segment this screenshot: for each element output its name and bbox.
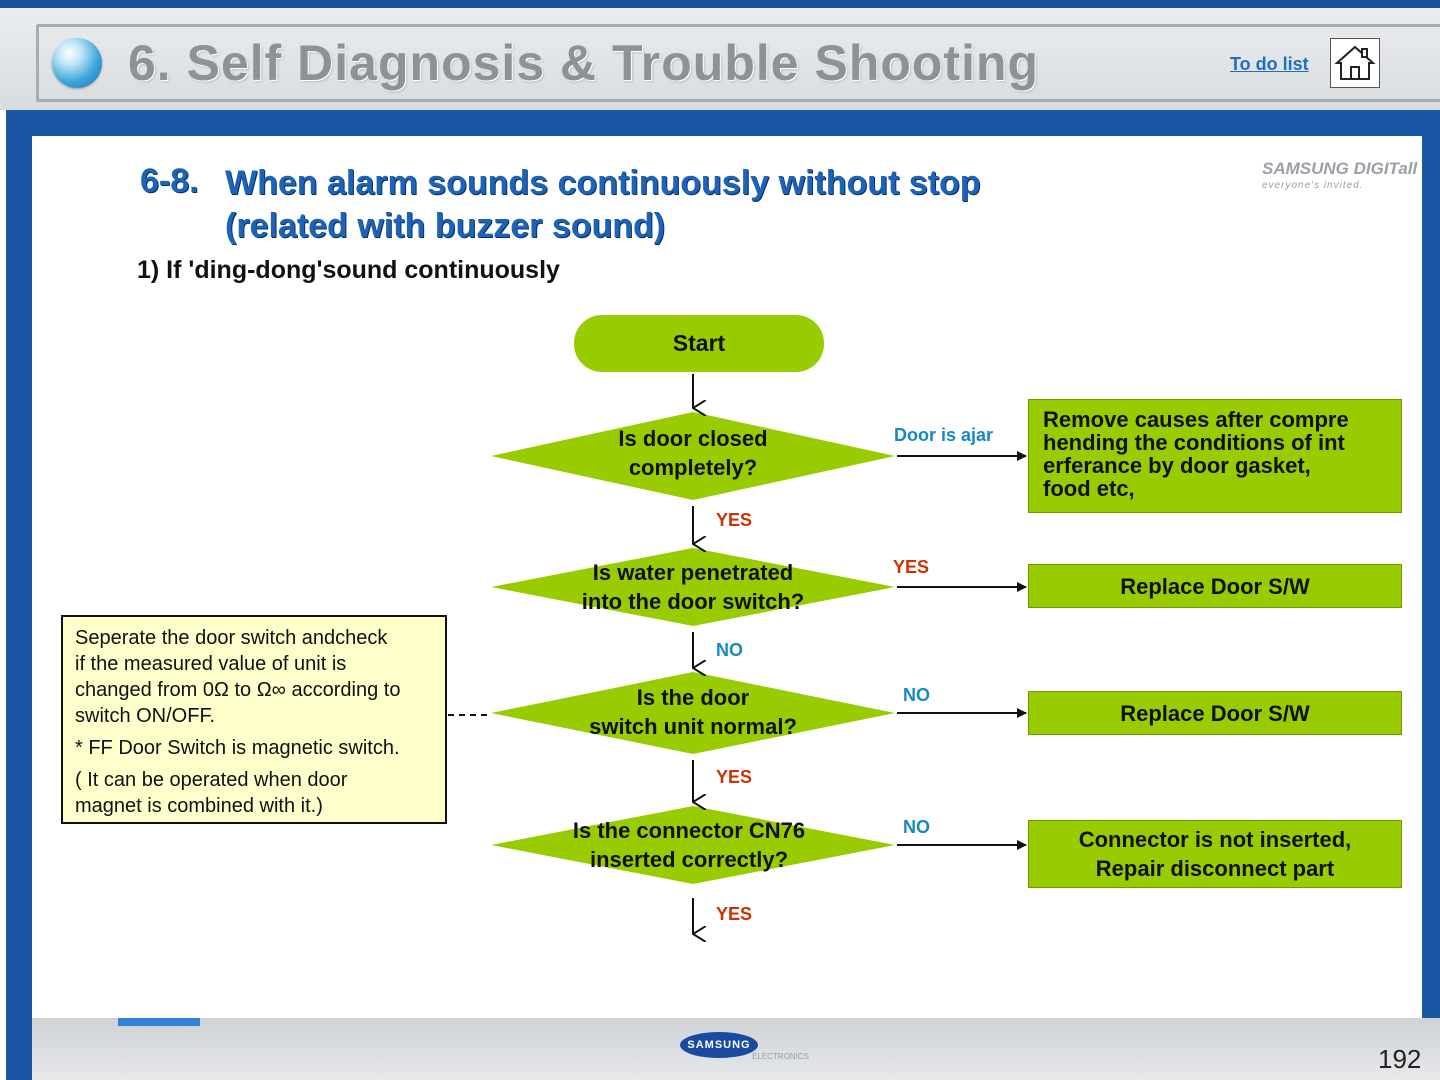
samsung-digital-logo: SAMSUNG DIGITall everyone's invited. <box>1262 160 1417 196</box>
edge-label-no: NO <box>716 640 743 660</box>
decision-text: switch unit normal? <box>589 714 797 739</box>
decision-text: Is the connector CN76 <box>572 818 806 843</box>
decision-label-water-penetrated: Is water penetrated into the door switch… <box>528 558 858 616</box>
note-text: if the measured value of unit is <box>75 653 347 675</box>
note-text: changed from 0Ω to Ω∞ according to <box>75 679 401 701</box>
samsung-footer-logo-sub: ELECTRONICS <box>752 1052 809 1061</box>
to-do-list-link[interactable]: To do list <box>1230 54 1309 74</box>
globe-orb-icon <box>52 38 102 88</box>
start-node: Start <box>574 315 824 372</box>
result-box-remove-causes: Remove causes after compre hending the c… <box>1028 399 1402 513</box>
section-title-line-1: When alarm sounds continuously without s… <box>225 164 981 202</box>
result-box-replace-door-switch: Replace Door S/W <box>1028 564 1402 608</box>
decision-text: Is door closed <box>618 426 768 451</box>
home-icon <box>1334 45 1376 80</box>
decision-text: into the door switch? <box>581 589 805 614</box>
decision-diamond-connector-cn76 <box>491 806 895 884</box>
page-number: 192 <box>1378 1044 1422 1074</box>
section-title: When alarm sounds continuously without s… <box>225 162 981 248</box>
decision-diamond-switch-normal <box>491 672 895 754</box>
edge-label-door-ajar: Door is ajar <box>894 425 994 445</box>
result-text: Remove causes after compre <box>1043 407 1349 432</box>
decision-diamond-water-penetrated <box>491 548 895 626</box>
edge-label-no: NO <box>903 817 930 837</box>
result-box-replace-door-switch-2: Replace Door S/W <box>1028 691 1402 735</box>
decision-text: completely? <box>628 455 758 480</box>
note-text: Seperate the door switch andcheck <box>75 627 388 649</box>
samsung-digital-brand: SAMSUNG DIGITall <box>1262 159 1418 178</box>
result-text: Replace Door S/W <box>1120 700 1310 726</box>
edge-label-yes: YES <box>893 557 930 577</box>
note-text: switch ON/OFF. <box>75 705 216 727</box>
edge-label-yes: YES <box>716 767 753 787</box>
header-title-frame <box>36 24 1099 102</box>
result-text: Repair disconnect part <box>1095 856 1335 881</box>
edge-label-yes: YES <box>716 510 753 530</box>
header-band <box>0 0 1440 110</box>
decision-text: Is the door <box>636 685 750 710</box>
note-text: * FF Door Switch is magnetic switch. <box>75 737 400 759</box>
decision-label-door-closed: Is door closed completely? <box>528 424 858 482</box>
samsung-footer-logo: SAMSUNG <box>680 1032 758 1058</box>
section-title-line-2: (related with buzzer sound) <box>225 207 666 245</box>
result-text: Connector is not inserted, <box>1078 827 1352 852</box>
header-top-stripe <box>0 0 1440 8</box>
decision-diamond-door-closed <box>491 412 895 500</box>
decision-text: inserted correctly? <box>589 847 789 872</box>
decision-text: Is water penetrated <box>592 560 794 585</box>
decision-label-switch-normal: Is the door switch unit normal? <box>528 683 858 741</box>
header-frame-right <box>1090 24 1440 102</box>
note-text: magnet is combined with it.) <box>75 795 323 817</box>
result-text: Replace Door S/W <box>1120 573 1310 599</box>
page-title: 6. Self Diagnosis & Trouble Shooting <box>128 35 1040 91</box>
result-text: food etc, <box>1043 476 1135 501</box>
section-number: 6-8. <box>140 162 199 200</box>
result-text: erferance by door gasket, <box>1043 453 1311 478</box>
edge-label-no: NO <box>903 685 930 705</box>
decision-label-connector-cn76: Is the connector CN76 inserted correctly… <box>524 816 854 874</box>
edge-label-yes: YES <box>716 904 753 924</box>
result-text: hending the conditions of int <box>1043 430 1345 455</box>
subheading: 1) If 'ding-dong'sound continuously <box>137 256 560 284</box>
home-button[interactable] <box>1330 38 1380 88</box>
footer-accent-stripe <box>118 1018 200 1026</box>
note-box-switch-check: Seperate the door switch andcheck if the… <box>61 615 447 824</box>
samsung-digital-tagline: everyone's invited. <box>1262 180 1364 191</box>
result-box-connector-not-inserted: Connector is not inserted, Repair discon… <box>1028 820 1402 888</box>
note-text: ( It can be operated when door <box>75 769 348 791</box>
